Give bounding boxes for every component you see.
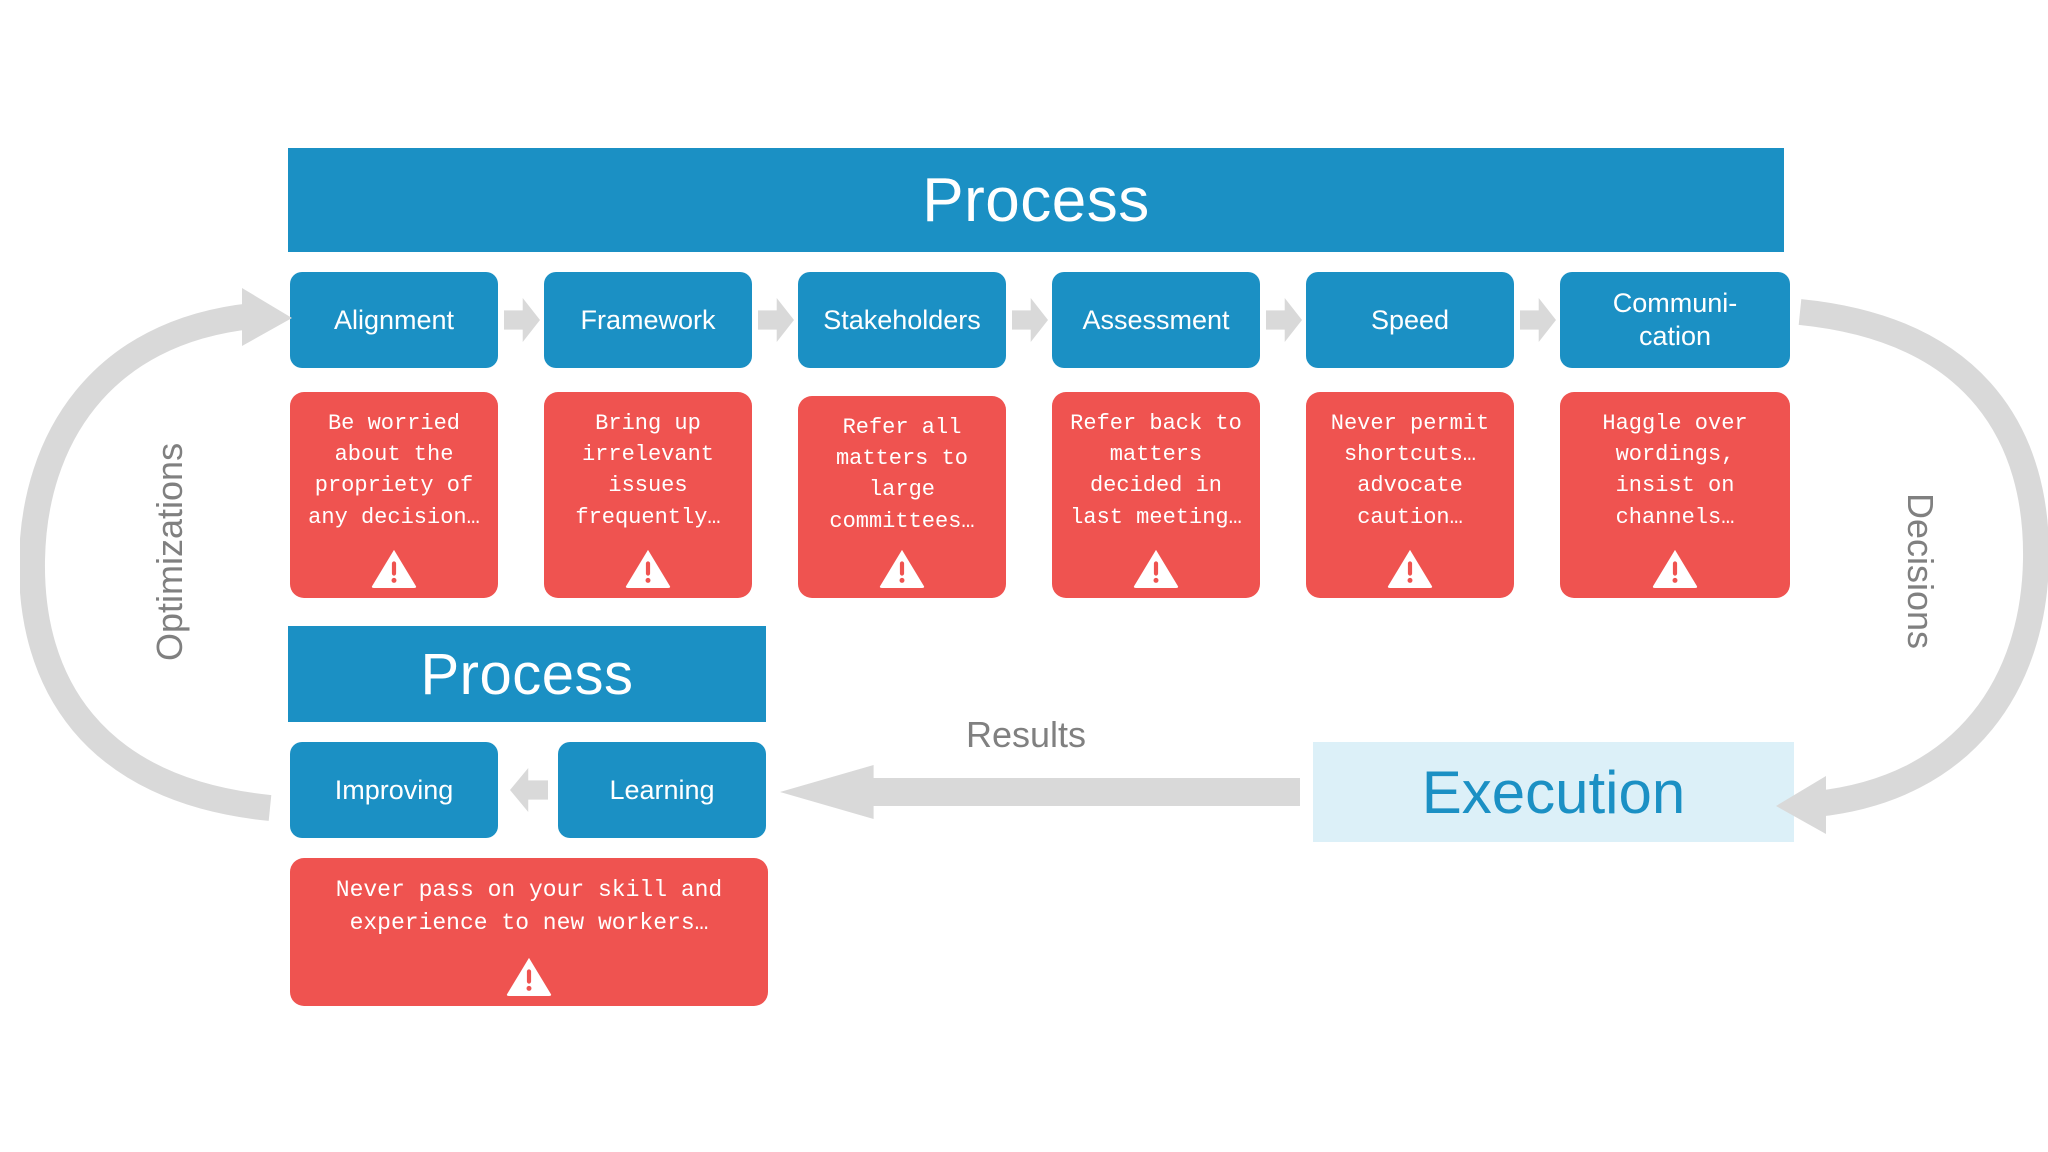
optimizations-label: Optimizations xyxy=(149,442,190,661)
warning-triangle-icon xyxy=(506,957,552,996)
warning-triangle-icon xyxy=(1133,549,1179,588)
stage-box-assessment[interactable]: Assessment xyxy=(1052,272,1260,368)
stage-box-speed[interactable]: Speed xyxy=(1306,272,1514,368)
flow-arrow-stakeholders-to-assessment xyxy=(1012,298,1048,342)
warning-triangle-icon xyxy=(371,549,417,588)
warning-card-text: Haggle over wordings, insist on channels… xyxy=(1602,411,1748,530)
warning-card-assessment[interactable]: Refer back to matters decided in last me… xyxy=(1052,392,1260,598)
flow-arrow-alignment-to-framework xyxy=(504,298,540,342)
decisions-cycle-arrow xyxy=(1776,299,2048,834)
warning-card-improving[interactable]: Never pass on your skill and experience … xyxy=(290,858,768,1006)
warning-triangle-icon xyxy=(1652,549,1698,588)
stage-box-framework[interactable]: Framework xyxy=(544,272,752,368)
stage-box-improving[interactable]: Improving xyxy=(290,742,498,838)
warning-card-framework[interactable]: Bring up irrelevant issues frequently… xyxy=(544,392,752,598)
warning-card-text: Bring up irrelevant issues frequently… xyxy=(575,411,721,530)
warning-card-text: Be worried about the propriety of any de… xyxy=(308,411,480,530)
stage-box-alignment[interactable]: Alignment xyxy=(290,272,498,368)
flow-arrow-framework-to-stakeholders xyxy=(758,298,794,342)
warning-card-text: Never permit shortcuts… advocate caution… xyxy=(1330,411,1490,530)
warning-triangle-icon xyxy=(1387,549,1433,588)
warning-triangle-icon xyxy=(625,549,671,588)
warning-card-communication[interactable]: Haggle over wordings, insist on channels… xyxy=(1560,392,1790,598)
execution-block[interactable]: Execution xyxy=(1313,742,1794,842)
flow-arrow-learning-to-improving xyxy=(510,768,548,812)
flow-arrow-assessment-to-speed xyxy=(1266,298,1302,342)
stage-box-communication[interactable]: Communi- cation xyxy=(1560,272,1790,368)
stage-box-stakeholders[interactable]: Stakeholders xyxy=(798,272,1006,368)
warning-card-text: Refer all matters to large committees… xyxy=(829,415,975,534)
warning-card-speed[interactable]: Never permit shortcuts… advocate caution… xyxy=(1306,392,1514,598)
stage-box-learning[interactable]: Learning xyxy=(558,742,766,838)
optimizations-cycle-arrow xyxy=(20,288,292,821)
results-flow-arrow xyxy=(780,765,1300,819)
warning-triangle-icon xyxy=(879,549,925,588)
warning-card-alignment[interactable]: Be worried about the propriety of any de… xyxy=(290,392,498,598)
flow-arrow-speed-to-communication xyxy=(1520,298,1556,342)
decisions-label: Decisions xyxy=(1900,492,1941,650)
process-banner-top: Process xyxy=(288,148,1784,252)
process-banner-bottom: Process xyxy=(288,626,766,722)
warning-card-text: Never pass on your skill and experience … xyxy=(335,877,723,936)
results-label: Results xyxy=(966,714,1087,755)
warning-card-stakeholders[interactable]: Refer all matters to large committees… xyxy=(798,396,1006,598)
warning-card-text: Refer back to matters decided in last me… xyxy=(1070,411,1242,530)
